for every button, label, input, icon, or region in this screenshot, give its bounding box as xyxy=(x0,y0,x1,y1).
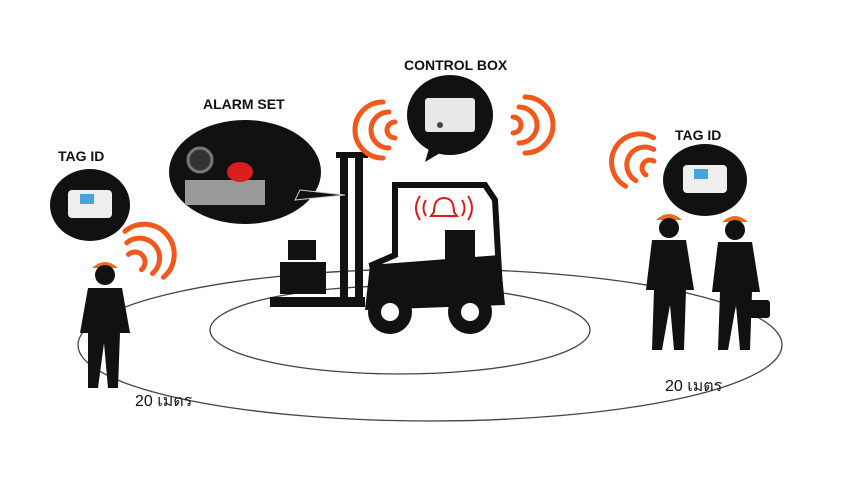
worker-right-2-icon xyxy=(712,216,770,350)
signal-left-worker xyxy=(122,221,177,280)
tag-id-bubble-right xyxy=(663,144,747,216)
signal-control-right xyxy=(510,94,556,156)
worker-left-icon xyxy=(80,262,130,388)
signal-control-left xyxy=(352,99,398,161)
wifi-signal-icons xyxy=(122,94,657,280)
forklift-icon xyxy=(270,152,505,334)
tag-id-label-right: TAG ID xyxy=(675,127,722,143)
tag-id-label-left: TAG ID xyxy=(58,148,105,164)
distance-label-right: 20 เมตร xyxy=(665,378,723,395)
control-box-bubble xyxy=(407,75,493,162)
control-box-label: CONTROL BOX xyxy=(404,57,508,73)
alarm-bell-icon xyxy=(415,195,473,221)
alarm-set-bubble xyxy=(169,120,346,224)
worker-right-1-icon xyxy=(646,214,694,350)
alarm-set-label: ALARM SET xyxy=(203,96,285,112)
signal-right-worker xyxy=(609,131,657,189)
distance-label-left: 20 เมตร xyxy=(135,393,193,410)
tag-id-bubble-left xyxy=(50,169,130,241)
